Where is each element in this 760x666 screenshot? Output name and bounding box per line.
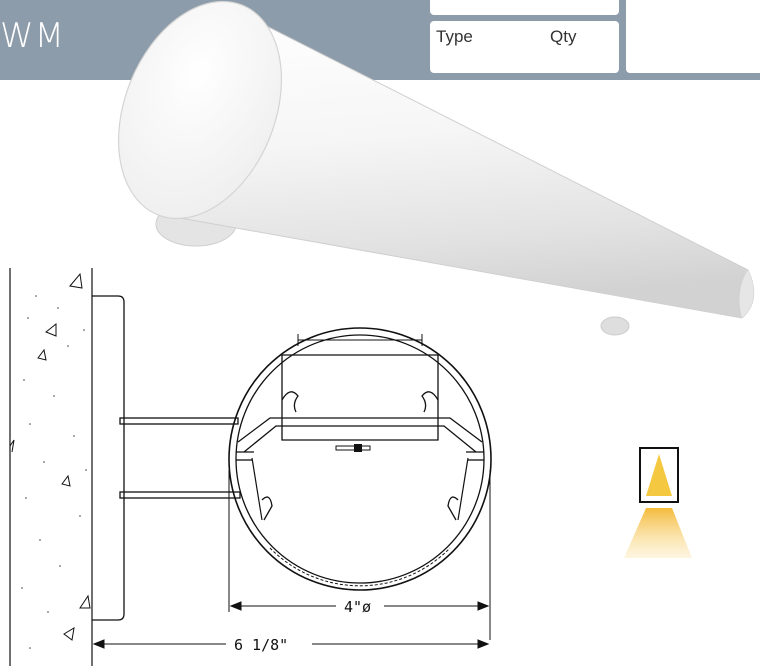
type-qty-box xyxy=(430,21,619,73)
spec-box-top xyxy=(430,0,619,15)
cross-section xyxy=(228,327,492,591)
tube-end xyxy=(739,270,754,318)
notes-box xyxy=(626,0,760,73)
end-cap xyxy=(117,0,283,220)
projection-dimension xyxy=(92,639,490,649)
wall-mount-plate-front xyxy=(600,316,630,336)
wall-section xyxy=(9,268,93,666)
type-label: Type xyxy=(436,27,473,46)
projection-label: 6 1/8" xyxy=(234,636,288,654)
mounting-bracket xyxy=(92,295,241,621)
qty-label: Qty xyxy=(550,27,577,46)
diameter-dimension xyxy=(228,470,491,640)
diameter-label: 4"ø xyxy=(344,598,371,616)
downlight-distribution-icon xyxy=(624,447,692,558)
product-render xyxy=(117,0,755,336)
product-code: WM xyxy=(0,16,65,56)
